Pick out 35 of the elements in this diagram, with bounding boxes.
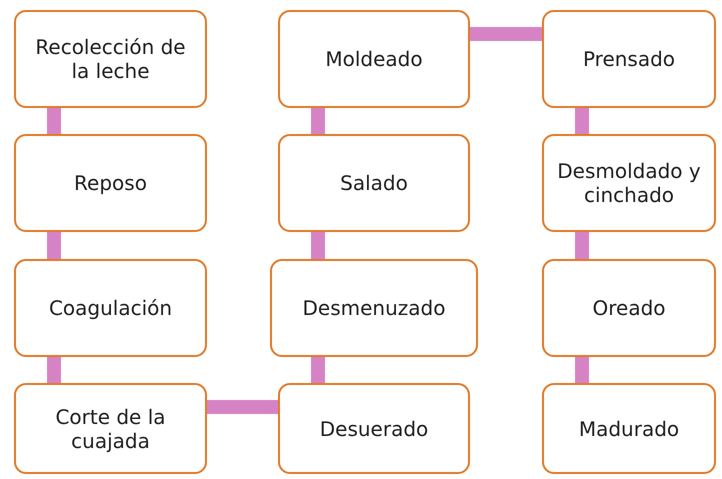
process-box	[14, 10, 207, 108]
process-box	[278, 10, 470, 108]
step-label: Prensado	[582, 47, 676, 71]
process-box	[542, 259, 716, 357]
step-label: Madurado	[578, 416, 680, 440]
step-label: Desmoldado y cinchado	[556, 159, 702, 207]
connector-bar	[311, 108, 325, 134]
process-box	[14, 259, 207, 357]
step-label: Reposo	[74, 171, 147, 195]
step-label: Oreado	[592, 296, 666, 320]
process-box	[542, 10, 716, 108]
connector-bar	[311, 357, 325, 383]
connector-bar	[47, 108, 61, 134]
process-box	[14, 134, 207, 232]
connector-bar	[47, 357, 61, 383]
step-label: Desmenuzado	[302, 296, 446, 320]
step-label: Moldeado	[325, 47, 423, 71]
connector-bar	[575, 232, 589, 259]
step-label: Corte de la cuajada	[54, 404, 167, 452]
process-box	[270, 259, 478, 357]
process-box	[278, 383, 470, 474]
step-label: Salado	[340, 171, 408, 195]
process-box	[278, 134, 470, 232]
connector-bar	[470, 27, 542, 41]
connector-bar	[311, 232, 325, 259]
connector-bar	[575, 108, 589, 134]
process-box	[14, 383, 207, 474]
step-label: Recolección de la leche	[34, 35, 187, 83]
process-box	[542, 383, 716, 474]
connector-bar	[207, 400, 278, 414]
process-box	[542, 134, 716, 232]
step-label: Coagulación	[48, 296, 172, 320]
step-label: Desuerado	[320, 416, 428, 440]
connector-bar	[575, 357, 589, 383]
connector-bar	[47, 232, 61, 259]
